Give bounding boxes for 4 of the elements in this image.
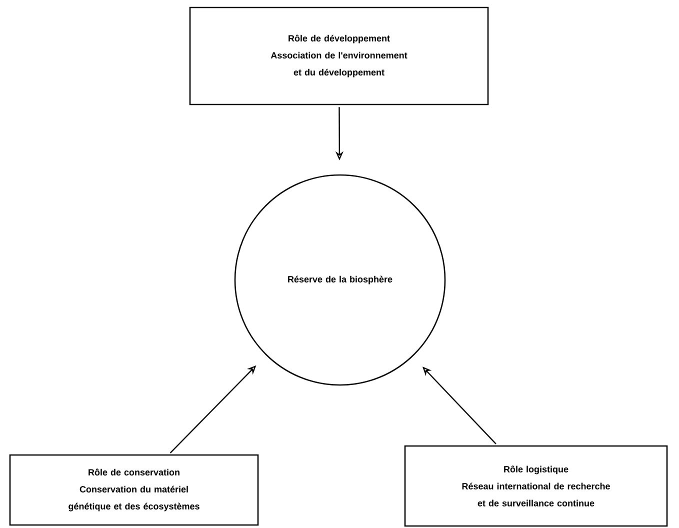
circle-node: Réserve de la biosphère	[234, 174, 446, 386]
role-box: Rôle de conservation Conservation du matériel génétique et des écosystèmes	[9, 454, 259, 526]
role-box: Rôle de développement Association de l'environnement et du développement	[189, 6, 489, 106]
role-box: Rôle logistique Réseau international de recherche et de surveillance continue	[404, 445, 668, 527]
